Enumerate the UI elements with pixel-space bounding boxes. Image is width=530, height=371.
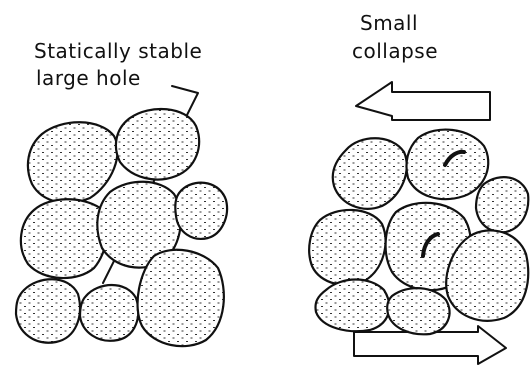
arrow-left-icon: [356, 82, 490, 120]
particle: [116, 109, 199, 180]
particle: [333, 138, 407, 209]
particle: [28, 122, 118, 203]
label-large-hole: large hole: [36, 66, 141, 90]
label-collapse: collapse: [352, 39, 438, 63]
particle: [175, 183, 227, 239]
particle: [138, 250, 224, 346]
stable-packing: [16, 109, 227, 346]
label-small: Small: [360, 11, 418, 35]
particle: [309, 210, 385, 285]
collapsed-packing: [309, 130, 528, 335]
label-statically-stable: Statically stable: [34, 39, 202, 63]
particle: [16, 279, 80, 342]
particle: [21, 199, 107, 278]
particle: [315, 280, 389, 332]
particle: [387, 288, 449, 334]
particle: [80, 285, 138, 341]
particle: [476, 177, 528, 232]
